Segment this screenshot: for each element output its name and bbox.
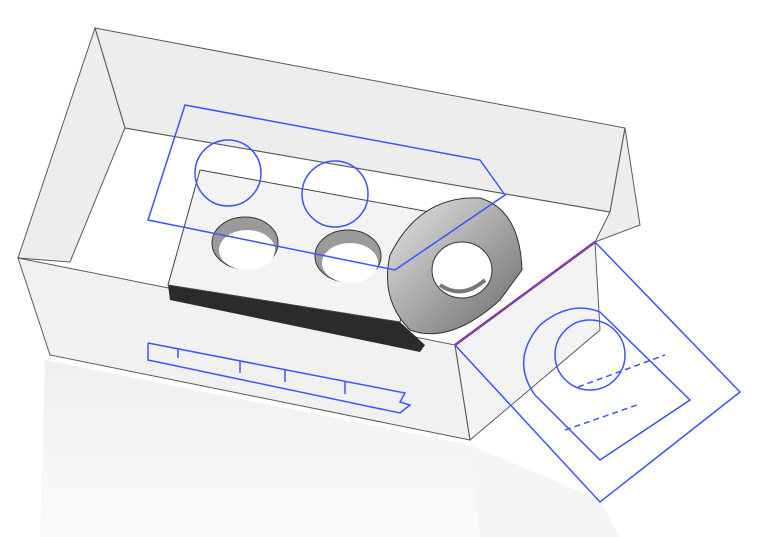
lug-ring [387,197,523,335]
part-body[interactable] [167,169,523,352]
hole-1 [211,216,279,270]
sketch-circle-2 [301,160,369,228]
end-inner-profile [523,307,692,461]
end-circle [554,319,626,391]
box-inner-edge [124,127,611,213]
box-left-face [17,26,126,263]
sketch-profile[interactable] [147,342,412,414]
plate-bottom-side [168,285,425,352]
sketch-top[interactable] [147,104,507,271]
ground-shadow [40,360,480,537]
profile-outline [147,342,412,414]
ground-shadow-right [470,445,620,537]
sketch-end[interactable] [453,241,742,504]
bounding-box[interactable] [17,26,641,441]
hole-2 [314,229,382,283]
end-outer-rect [453,241,742,504]
sketch-plane-outline [147,104,507,271]
end-dashed-line-2 [564,403,641,431]
box-top-face [94,27,626,213]
sketch-circle-1 [194,139,262,207]
end-dashed-line-1 [577,354,666,388]
